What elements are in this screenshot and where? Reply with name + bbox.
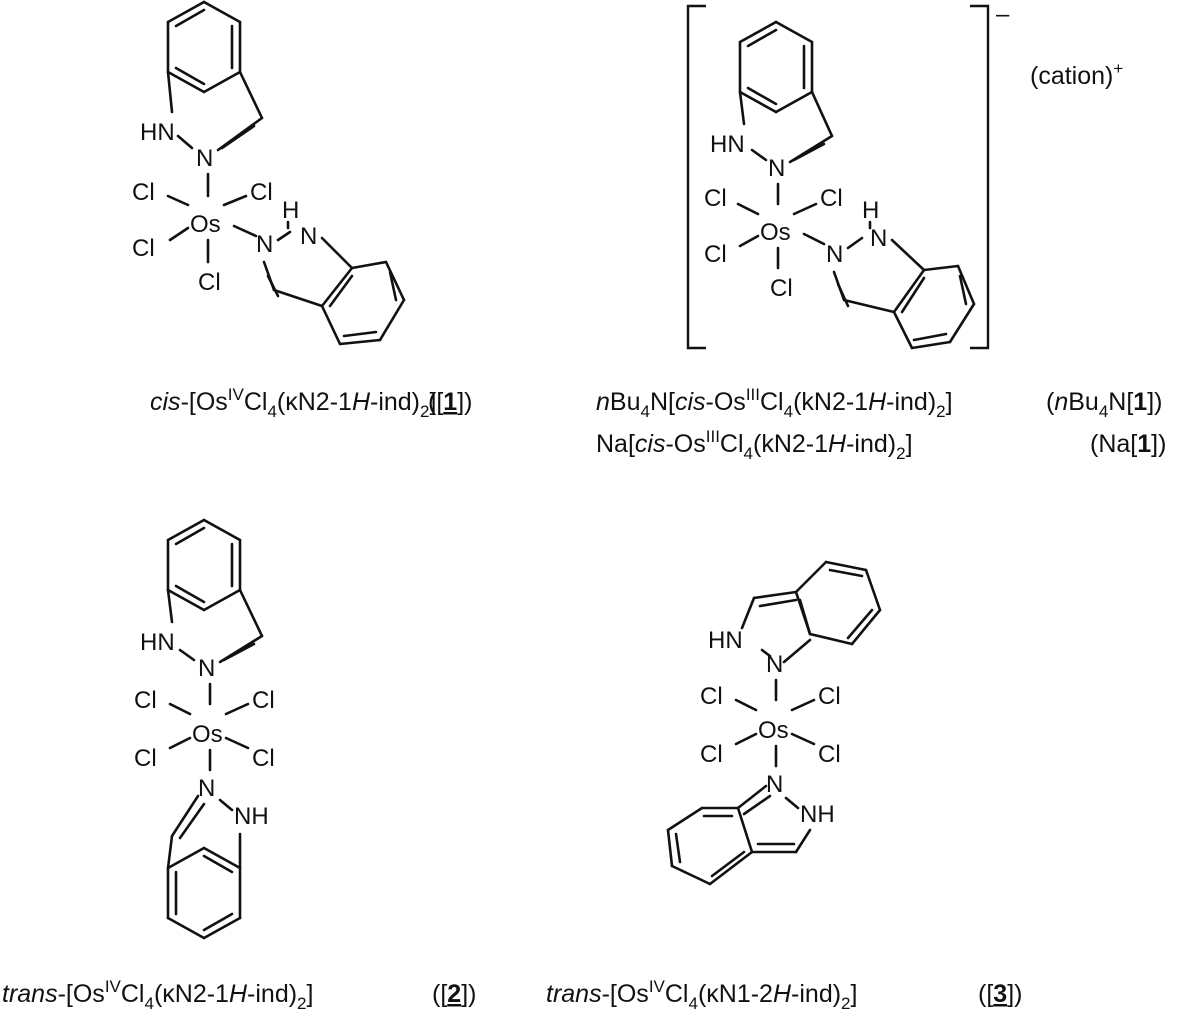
cl-label: Cl (704, 185, 727, 212)
caption-compound-1: cis-[OsIVCl4(κN2-1H-ind)2] (150, 385, 436, 421)
hn-label: HN (140, 119, 175, 146)
charge-minus: – (996, 1, 1010, 28)
os-label: Os (190, 211, 221, 238)
os-label: Os (192, 721, 223, 748)
h-label: H (862, 197, 879, 224)
cl-label: Cl (818, 741, 841, 768)
nh-label: NH (234, 803, 269, 830)
caption-nbu4n-salt: nBu4N[cis-OsIIICl4(kN2-1H-ind)2] (596, 385, 953, 421)
label-compound-1: ([1]) (428, 388, 472, 416)
pyrazole-ring-lower (832, 238, 926, 314)
structure-3: HN N Cl Cl Os Cl Cl N NH (666, 560, 882, 886)
os-label: Os (760, 219, 791, 246)
n-label: N (870, 225, 887, 252)
pyrazole-ring-lower (166, 794, 242, 870)
h-label: H (282, 197, 299, 224)
right-bracket (970, 4, 990, 350)
pyrazole-ring-lower (736, 784, 812, 854)
n-label: N (766, 651, 783, 678)
cl-label: Cl (250, 179, 273, 206)
hn-label: HN (710, 131, 745, 158)
label-nbu4n-salt: (nBu4N[1]) (1046, 388, 1162, 421)
cl-label: Cl (704, 241, 727, 268)
benzene-ring-upper (166, 0, 242, 94)
benzene-ring-lower (666, 806, 754, 886)
cl-label: Cl (134, 687, 157, 714)
n-label: N (256, 231, 273, 258)
benzene-ring-upper (166, 518, 242, 612)
n-label: N (198, 655, 215, 682)
cl-label: Cl (770, 275, 793, 302)
benzene-ring-lower (892, 264, 976, 350)
label-na-salt: (Na[1]) (1090, 430, 1166, 458)
pyrazole-ring-lower (262, 236, 354, 308)
cl-label: Cl (132, 179, 155, 206)
caption-compound-2: trans-[OsIVCl4(κN2-1H-ind)2] (2, 977, 313, 1012)
hn-label: HN (140, 629, 175, 656)
os-label: Os (758, 717, 789, 744)
cl-label: Cl (700, 741, 723, 768)
benzene-ring-upper (794, 560, 882, 646)
n-label: N (198, 775, 215, 802)
cation-label: (cation)+ (1030, 59, 1123, 90)
caption-compound-3: trans-[OsIVCl4(κN1-2H-ind)2] (546, 977, 857, 1012)
cl-label: Cl (198, 269, 221, 296)
hn-label: HN (708, 627, 743, 654)
left-bracket (686, 4, 706, 350)
nh-label: NH (800, 801, 835, 828)
cl-label: Cl (134, 745, 157, 772)
pyrazole-ring-upper (166, 588, 264, 664)
n-label: N (300, 223, 317, 250)
pyrazole-ring-upper (738, 90, 834, 164)
benzene-ring-lower (320, 260, 406, 346)
structure-1: HN N Cl Cl Os Cl Cl N H N (132, 0, 406, 346)
cl-label: Cl (132, 235, 155, 262)
n-label: N (826, 241, 843, 268)
label-compound-3: ([3]) (978, 980, 1022, 1008)
benzene-ring-lower (166, 846, 242, 940)
cl-label: Cl (700, 683, 723, 710)
cl-label: Cl (818, 683, 841, 710)
n-label: N (196, 145, 213, 172)
structure-1-anion: – (cation)+ HN N Cl Cl Os (686, 1, 1123, 350)
structure-2: HN N Cl Cl Os Cl Cl N NH (134, 518, 275, 940)
n-label: N (768, 155, 785, 182)
cl-label: Cl (252, 687, 275, 714)
cl-label: Cl (820, 185, 843, 212)
benzene-ring-upper (738, 20, 814, 114)
label-compound-2: ([2]) (432, 980, 476, 1008)
n-label: N (766, 771, 783, 798)
pyrazole-ring-upper (166, 70, 264, 152)
caption-na-salt: Na[cis-OsIIICl4(kN2-1H-ind)2] (596, 427, 913, 463)
cl-label: Cl (252, 745, 275, 772)
